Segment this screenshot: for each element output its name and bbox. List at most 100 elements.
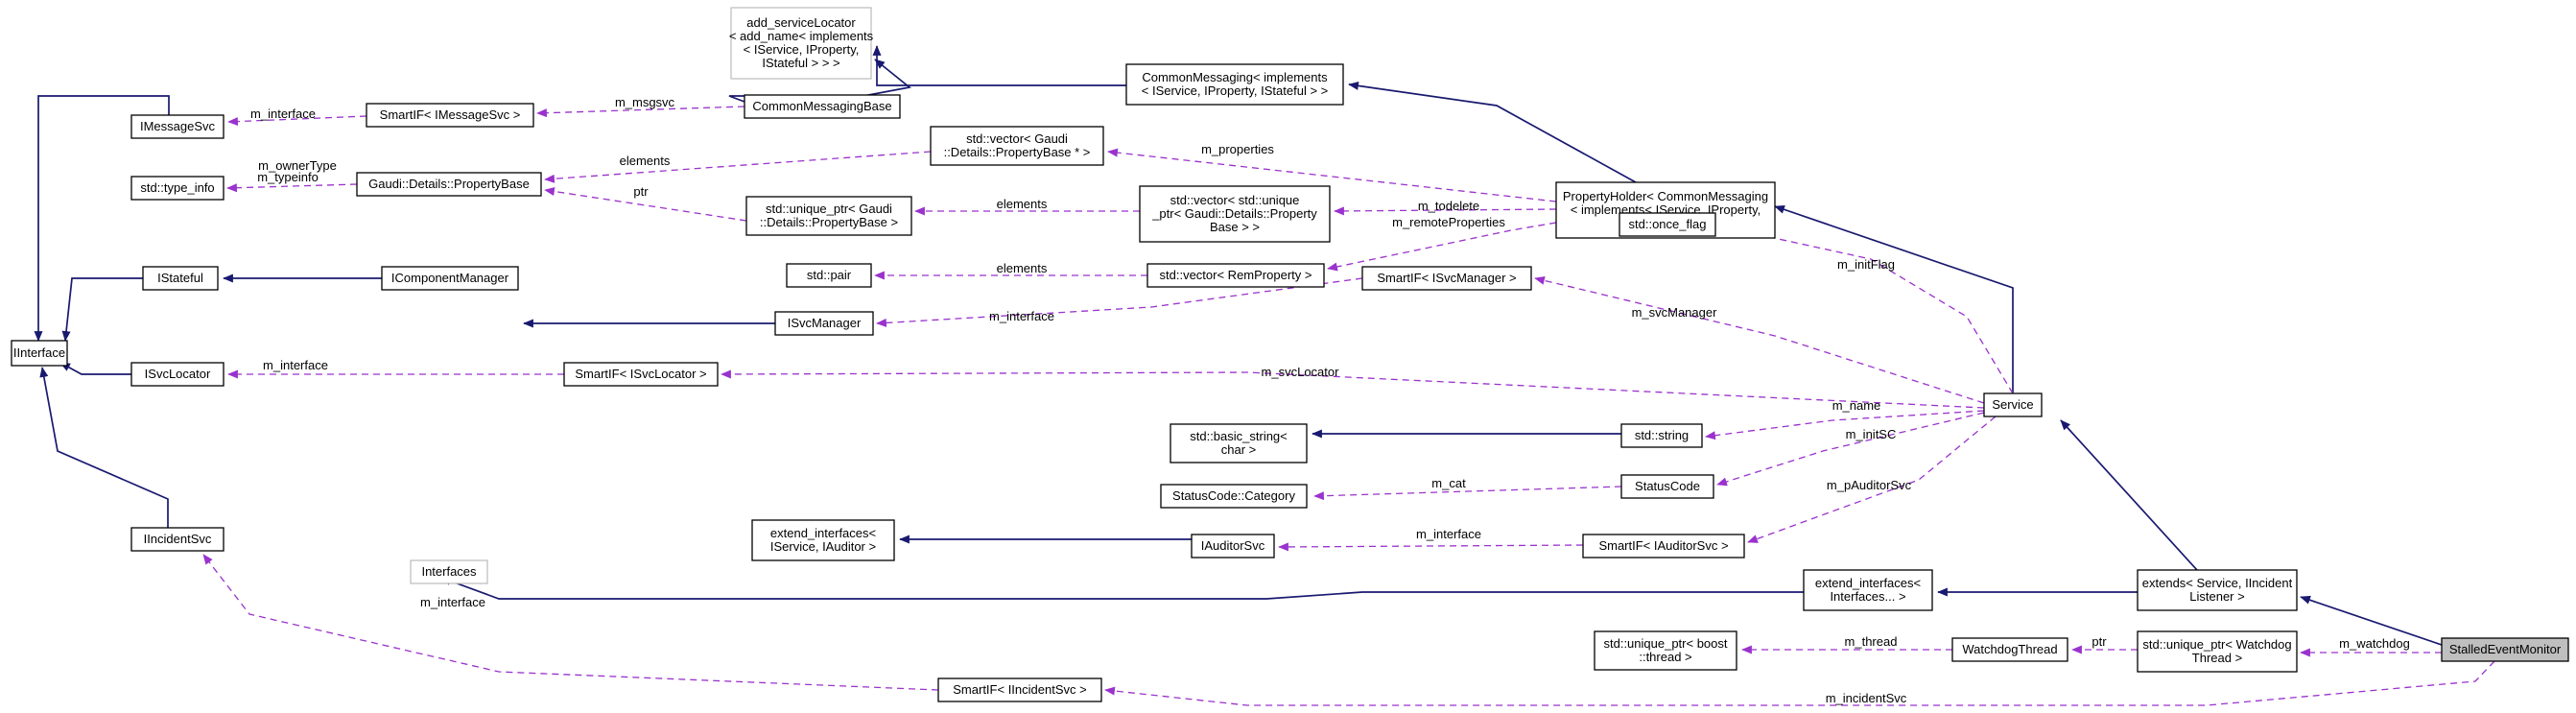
class-node-box [1803,569,1933,611]
class-node-label: Listener > [2189,589,2244,604]
edge-label-m-watchdog: m_watchdog [2339,636,2410,651]
class-node-istateful[interactable]: IStateful [142,266,219,291]
class-node-vector-propertybase[interactable]: std::vector< Gaudi::Details::PropertyBas… [930,126,1104,166]
class-node-smartif-isvclocator[interactable]: SmartIF< ISvcLocator > [563,362,719,387]
class-node-propertybase[interactable]: Gaudi::Details::PropertyBase [356,172,542,197]
class-node-label: < IService, IProperty, [744,42,860,57]
class-node-label: extends< Service, IIncident [2142,576,2293,590]
class-node-box [410,559,488,584]
class-node-box [1361,266,1532,291]
class-node-stalledeventmonitor[interactable]: StalledEventMonitor [2441,637,2569,662]
class-node-label: _ptr< Gaudi::Details::Property [1151,206,1317,221]
class-node-smartif-iauditorsvc[interactable]: SmartIF< IAuditorSvc > [1582,534,1745,559]
class-node-pair[interactable]: std::pair [786,263,872,288]
class-node-label: IService, IAuditor > [770,539,876,554]
class-node-box [1951,637,2068,662]
edge-label-elements-pair: elements [997,261,1048,275]
class-node-box [366,103,534,128]
class-node-iinterface[interactable]: IInterface [11,340,68,367]
class-node-label: extend_interfaces< [1815,576,1921,590]
class-node-basic-string[interactable]: std::basic_string<char > [1170,423,1308,463]
class-node-box [930,126,1104,166]
usage-edge [1107,148,1557,202]
class-node-label: CommonMessagingBase [752,99,891,113]
class-node-label: add_serviceLocator [746,15,856,30]
class-node-unique-ptr-propertybase[interactable]: std::unique_ptr< Gaudi::Details::Propert… [745,196,912,236]
edge-label-ptr-wd: ptr [2092,634,2107,649]
class-node-type-info[interactable]: std::type_info [130,176,225,201]
class-node-icomponentmanager[interactable]: IComponentManager [381,266,519,291]
edge-label-elements-vpb: elements [620,154,671,168]
class-node-label: Service [1992,397,2033,412]
inheritance-edge [872,45,1126,86]
class-node-label: ::thread > [1639,650,1691,664]
class-node-label: PropertyHolder< CommonMessaging [1563,189,1768,203]
class-node-box [730,7,872,80]
class-node-label: < add_name< implements [729,29,874,43]
class-node-smartif-isvcmanager[interactable]: SmartIF< ISvcManager > [1361,266,1532,291]
class-node-statuscode[interactable]: StatusCode [1620,474,1714,499]
class-node-unique-ptr-watchdogthread[interactable]: std::unique_ptr< WatchdogThread > [2137,630,2298,673]
usage-edge [1747,416,1997,543]
edge-label-m-incidentsvc: m_incidentSvc [1826,691,1907,705]
inheritance-edge [1348,81,1637,183]
class-node-box [130,176,225,201]
usage-edge [876,277,1363,327]
class-node-box [744,94,901,119]
usage-edge [1720,224,2014,394]
class-node-iincidentsvc[interactable]: IIncidentSvc [130,527,225,552]
class-node-box [937,677,1102,702]
class-node-label: ISvcManager [788,316,862,330]
class-node-box [751,519,895,561]
class-node-interfaces[interactable]: Interfaces [410,559,488,584]
class-node-smartif-iincidentsvc[interactable]: SmartIF< IIncidentSvc > [937,677,1102,702]
class-node-commonmessaging[interactable]: CommonMessaging< implements< IService, I… [1125,63,1344,106]
class-node-commonmessagingbase[interactable]: CommonMessagingBase [744,94,901,119]
class-node-unique-ptr-boost-thread[interactable]: std::unique_ptr< boost::thread > [1594,630,1737,671]
class-node-once-flag[interactable]: std::once_flag [1619,212,1716,237]
class-node-smartif-imessagesvc[interactable]: SmartIF< IMessageSvc > [366,103,534,128]
class-node-string[interactable]: std::string [1620,423,1703,448]
class-node-isvcmanager[interactable]: ISvcManager [774,311,874,336]
class-node-box [356,172,542,197]
class-node-box [142,266,219,291]
class-node-vector-remproperty[interactable]: std::vector< RemProperty > [1146,263,1325,288]
class-node-vector-unique-ptr[interactable]: std::vector< std::unique_ptr< Gaudi::Det… [1139,185,1331,243]
class-node-box [130,527,225,552]
class-node-label: SmartIF< ISvcLocator > [575,367,706,381]
class-node-box [1125,63,1344,106]
class-node-watchdogthread[interactable]: WatchdogThread [1951,637,2068,662]
edge-label-m-ownertype: m_ownerType [258,158,337,173]
class-node-label: std::unique_ptr< Gaudi [766,202,892,216]
class-node-label: IIncidentSvc [144,532,212,546]
edge-label-m-interface-inc: m_interface [420,595,485,609]
class-node-label: StalledEventMonitor [2449,642,2562,656]
edge-labels-layer: m_interfacem_msgsvcm_ownerTypem_typeinfo… [250,95,2410,705]
class-node-label: Interfaces [421,564,477,579]
class-node-isvclocator[interactable]: ISvcLocator [130,362,225,387]
class-node-extend-interfaces-interfaces[interactable]: extend_interfaces<Interfaces... > [1803,569,1933,611]
inheritance-edge [1774,204,2014,393]
usage-edge [227,115,367,127]
class-node-label: IStateful > > > [762,56,839,70]
class-node-label: std::once_flag [1629,217,1707,231]
usage-edge [1313,486,1622,501]
class-node-label: CommonMessaging< implements [1142,70,1328,84]
class-node-extend-interfaces-iservice[interactable]: extend_interfaces<IService, IAuditor > [751,519,895,561]
edge-label-m-svclocator: m_svcLocator [1262,365,1340,379]
class-node-imessagesvc[interactable]: IMessageSvc [130,114,225,139]
class-node-box [1191,534,1275,559]
usage-edge [1705,410,1985,440]
class-node-iauditorsvc[interactable]: IAuditorSvc [1191,534,1275,559]
class-node-box [1170,423,1308,463]
class-node-box [1139,185,1331,243]
usage-edge [1104,660,2495,706]
inheritance-edge [440,577,1804,600]
class-node-label: Thread > [2192,651,2242,665]
class-node-add-servicelocator[interactable]: add_serviceLocator< add_name< implements… [729,7,874,80]
edge-label-m-name: m_name [1832,398,1881,413]
class-node-service[interactable]: Service [1983,392,2043,417]
class-node-statuscodecategory[interactable]: StatusCode::Category [1160,484,1308,509]
class-node-box [2137,569,2298,611]
